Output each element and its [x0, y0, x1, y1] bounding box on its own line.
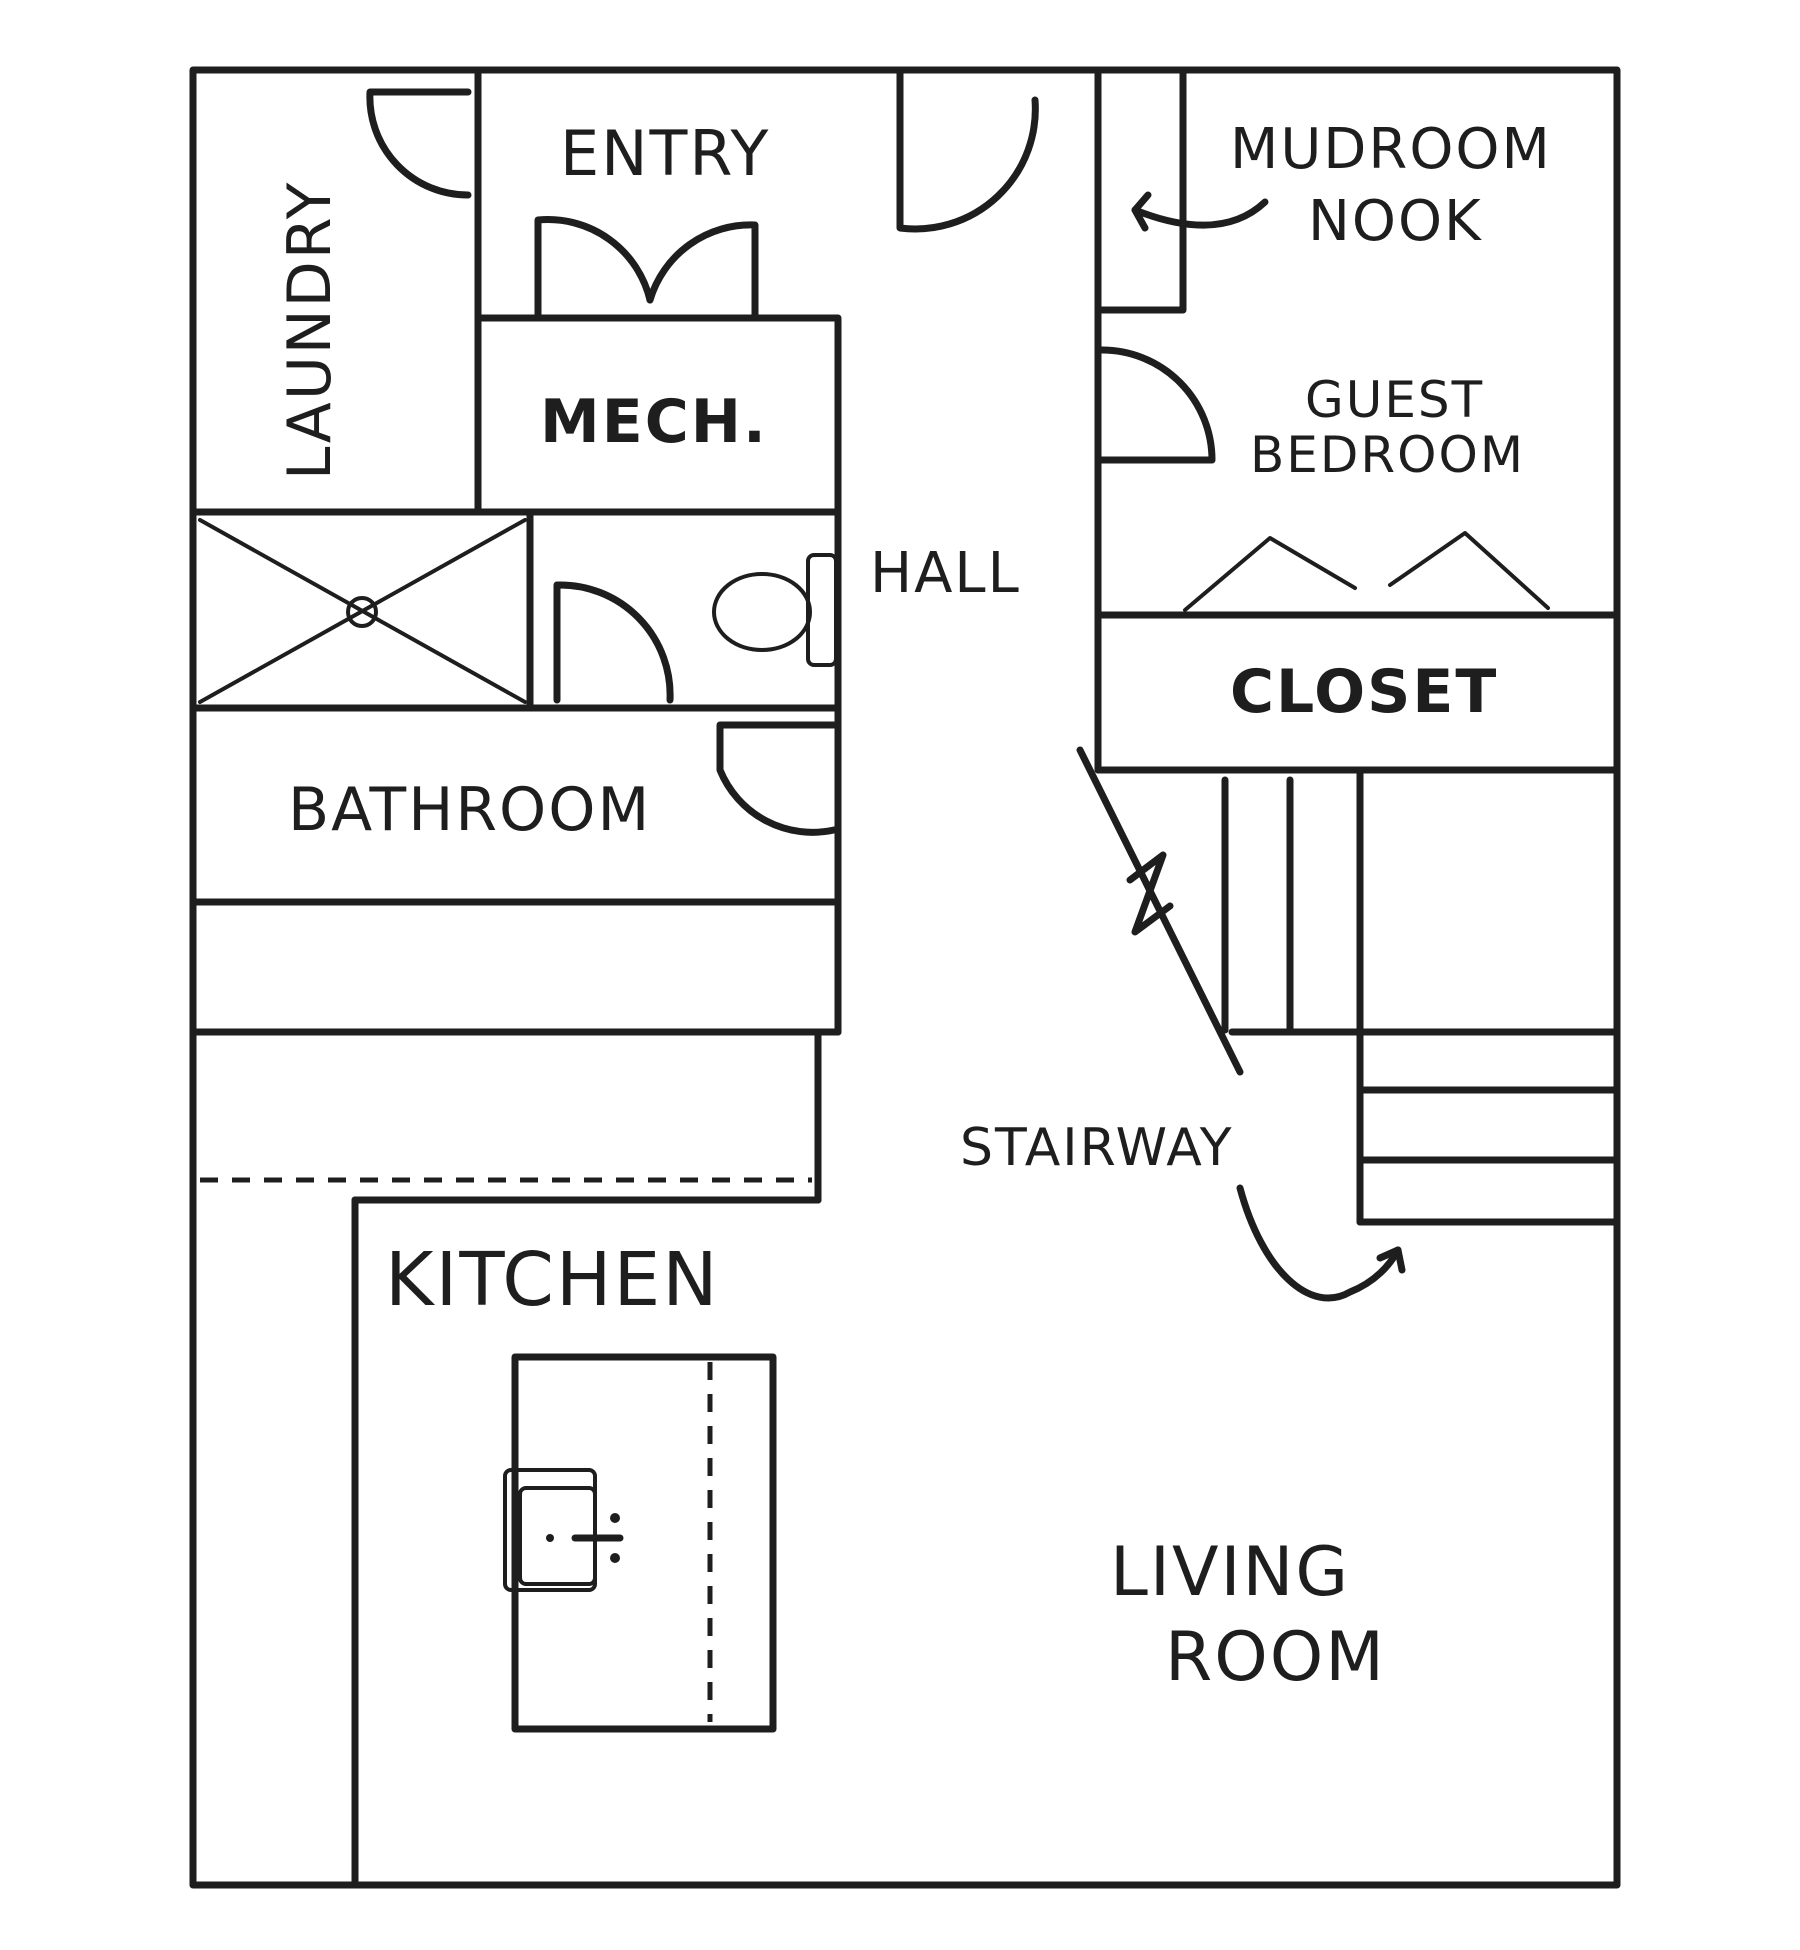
closet-label: CLOSET [1230, 657, 1498, 727]
left-column-walls [189, 66, 842, 1889]
toilet-tank [806, 553, 838, 667]
toilet-bowl [712, 572, 812, 652]
mudroom-label-line2: NOOK [1308, 189, 1483, 254]
kitchen-island [511, 1353, 777, 1733]
outer-walls [189, 66, 1621, 1889]
stairway-arrow [1236, 1184, 1402, 1302]
bathroom-label: BATHROOM [288, 775, 651, 845]
mudroom-label-line1: MUDROOM [1230, 117, 1552, 182]
shower-drain [346, 596, 378, 628]
living-room-label-line2: ROOM [1165, 1618, 1386, 1697]
laundry-label: LAUNDRY [275, 181, 345, 480]
shower-x [198, 518, 527, 704]
kitchen-label: KITCHEN [385, 1237, 720, 1323]
fixtures [198, 518, 838, 1733]
stairway-label: STAIRWAY [960, 1118, 1234, 1178]
labels: LAUNDRY ENTRY MUDROOM NOOK MECH. GUEST B… [275, 117, 1552, 1697]
mudroom-arrow [1131, 198, 1269, 229]
entry-label: ENTRY [560, 117, 770, 190]
living-room-label-line1: LIVING [1110, 1533, 1350, 1612]
guest-label-line2: BEDROOM [1250, 426, 1525, 484]
doors [366, 68, 1550, 836]
mech-label: MECH. [540, 387, 768, 457]
guest-label-line1: GUEST [1305, 371, 1484, 429]
hall-label: HALL [870, 541, 1021, 606]
arrows [1131, 191, 1406, 1302]
